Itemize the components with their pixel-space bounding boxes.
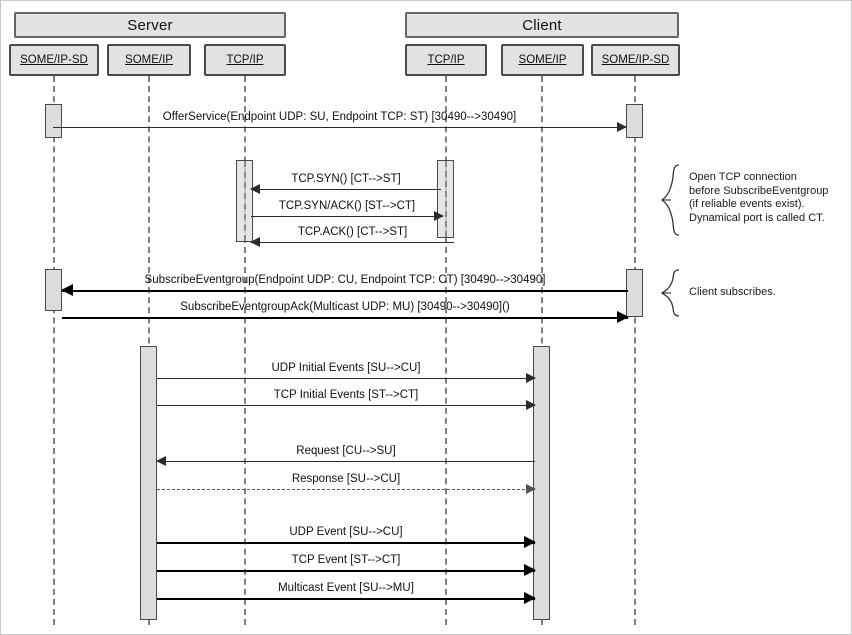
group-header-server: Server <box>14 12 286 38</box>
participant-label: SOME/IP <box>518 54 567 66</box>
lifeline-client-someip-sd <box>634 76 636 625</box>
message-label: TCP Initial Events [ST-->CT] <box>273 389 419 401</box>
message-line <box>62 290 628 292</box>
participant-server-tcpip[interactable]: TCP/IP <box>204 44 286 76</box>
message-line <box>251 189 441 190</box>
message-label: UDP Event [SU-->CU] <box>289 526 403 538</box>
activation-server-tcp-handshake <box>236 160 253 242</box>
brace-subscribe-note-icon <box>661 269 683 317</box>
message-line <box>157 598 535 600</box>
message-label: Request [CU-->SU] <box>296 445 396 457</box>
participant-server-someip[interactable]: SOME/IP <box>107 44 191 76</box>
note-tcp-connection: Open TCP connection before SubscribeEven… <box>689 171 828 225</box>
message-line <box>157 489 535 490</box>
lifeline-server-tcpip <box>244 76 246 625</box>
activation-server-sd-subscribe <box>45 269 62 311</box>
message-label: SubscribeEventgroupAck(Multicast UDP: MU… <box>180 301 510 313</box>
message-line <box>157 542 535 544</box>
arrowhead-left-icon <box>250 184 260 194</box>
message-label: TCP Event [ST-->CT] <box>291 554 401 566</box>
note-line-1: Client subscribes. <box>689 286 776 298</box>
arrowhead-right-icon <box>526 484 536 494</box>
lifeline-client-tcpip <box>445 76 447 625</box>
arrowhead-right-icon <box>524 536 536 548</box>
activation-server-someip-events <box>140 346 157 620</box>
participant-client-tcpip[interactable]: TCP/IP <box>405 44 487 76</box>
participant-client-someip-sd[interactable]: SOME/IP-SD <box>591 44 680 76</box>
arrowhead-right-icon <box>434 211 444 221</box>
arrowhead-right-icon <box>524 564 536 576</box>
activation-client-sd-subscribe <box>626 269 643 317</box>
activation-client-sd-offer <box>626 104 643 138</box>
arrowhead-right-icon <box>526 373 536 383</box>
message-line <box>157 378 535 379</box>
arrowhead-right-icon <box>617 311 629 323</box>
message-line <box>53 127 626 128</box>
lifeline-server-someip-sd <box>53 76 55 625</box>
participant-label: SOME/IP-SD <box>20 54 88 66</box>
arrowhead-right-icon <box>524 592 536 604</box>
participant-label: TCP/IP <box>226 54 264 66</box>
message-line <box>157 405 535 406</box>
participant-client-someip[interactable]: SOME/IP <box>501 44 584 76</box>
note-line-1: Open TCP connection <box>689 171 797 183</box>
message-line <box>157 570 535 572</box>
activation-client-someip-events <box>533 346 550 620</box>
message-label: TCP.SYN/ACK() [ST-->CT] <box>278 200 416 212</box>
arrowhead-right-icon <box>526 400 536 410</box>
group-header-client-label: Client <box>522 16 562 34</box>
group-header-client: Client <box>405 12 679 38</box>
activation-server-sd-offer <box>45 104 62 138</box>
arrowhead-left-icon <box>61 284 73 296</box>
group-header-server-label: Server <box>127 16 173 34</box>
note-line-2: before SubscribeEventgroup <box>689 184 829 197</box>
arrowhead-left-icon <box>156 456 166 466</box>
message-line <box>251 242 454 243</box>
participant-server-someip-sd[interactable]: SOME/IP-SD <box>9 44 99 76</box>
message-label: UDP Initial Events [SU-->CU] <box>271 362 421 374</box>
message-label: OfferService(Endpoint UDP: SU, Endpoint … <box>162 111 517 123</box>
note-line-3: (if reliable events exist). <box>689 198 805 210</box>
message-line <box>62 317 628 319</box>
message-label: TCP.ACK() [CT-->ST] <box>297 226 408 238</box>
message-label: SubscribeEventgroup(Endpoint UDP: CU, En… <box>144 274 546 286</box>
message-label: Response [SU-->CU] <box>291 473 401 485</box>
message-line <box>251 216 443 217</box>
note-line-4: Dynamical port is called CT. <box>689 211 825 224</box>
arrowhead-right-icon <box>617 122 627 132</box>
note-client-subscribes: Client subscribes. <box>689 286 776 300</box>
arrowhead-left-icon <box>250 237 260 247</box>
message-line <box>157 461 535 462</box>
message-label: Multicast Event [SU-->MU] <box>278 582 414 594</box>
participant-label: TCP/IP <box>427 54 465 66</box>
brace-tcp-note-icon <box>661 164 683 236</box>
participant-label: SOME/IP <box>125 54 173 66</box>
message-label: TCP.SYN() [CT-->ST] <box>291 173 401 185</box>
participant-label: SOME/IP-SD <box>601 54 670 66</box>
